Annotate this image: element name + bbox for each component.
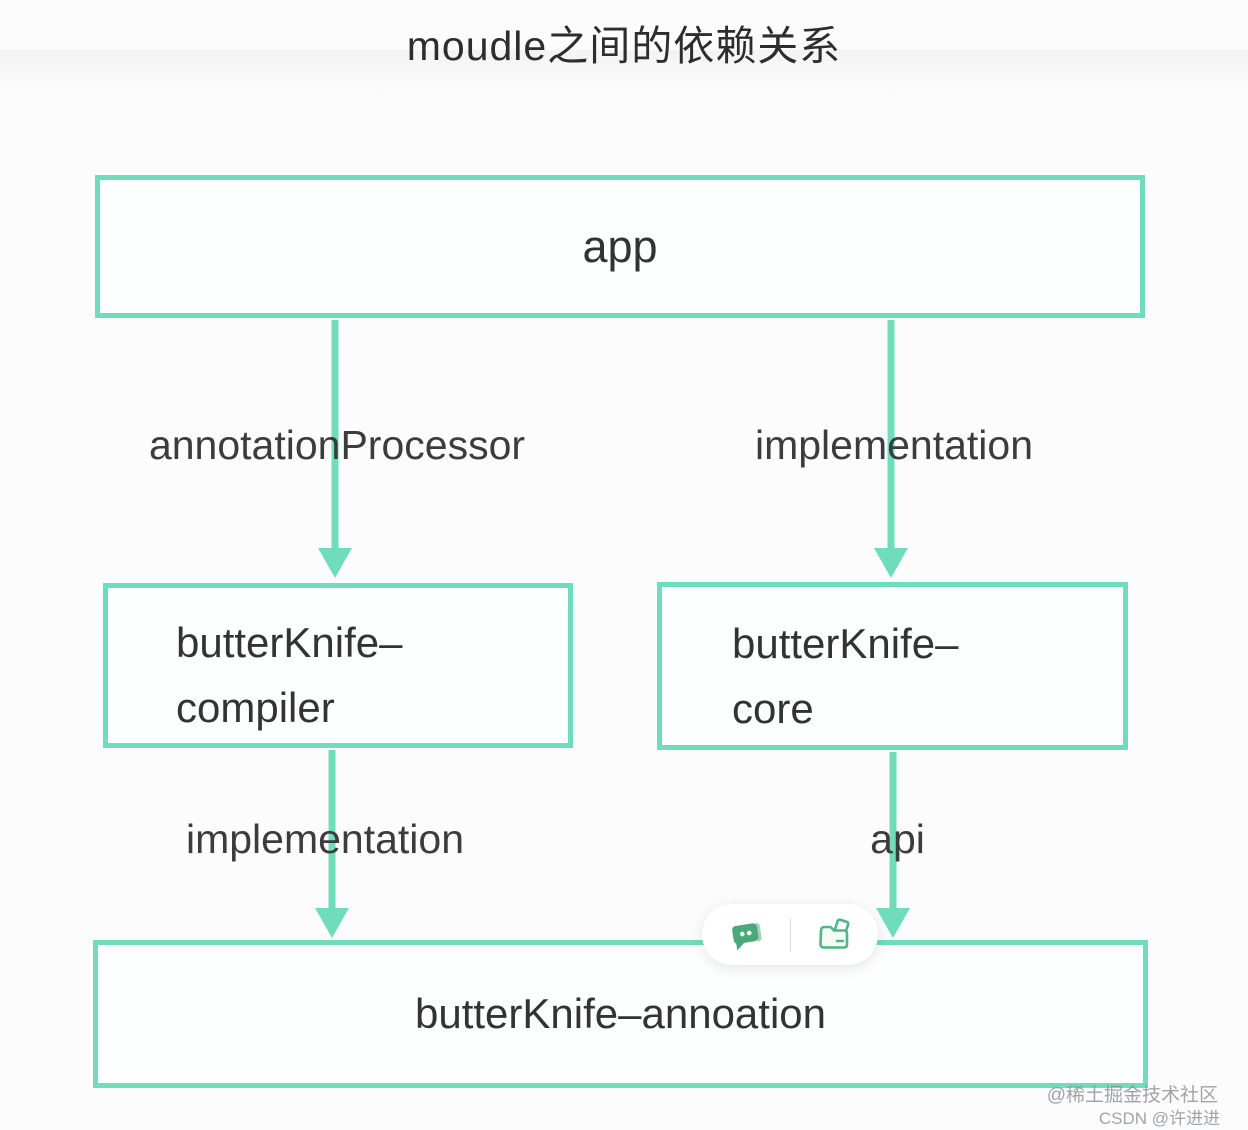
watermark-juejin: @稀土掘金技术社区	[1046, 1085, 1218, 1106]
edge-app-to-compiler	[318, 320, 352, 578]
edge-label-api: api	[870, 816, 925, 862]
node-butterknife-compiler: butterKnife– compiler	[103, 583, 573, 748]
arrow-line	[331, 320, 339, 552]
arrow-head-down-icon	[318, 548, 352, 578]
node-butterknife-annotation: butterKnife–annoation	[93, 940, 1148, 1088]
toolbar-divider	[789, 917, 791, 952]
arrow-line	[887, 320, 895, 552]
top-gradient-band	[0, 50, 1248, 112]
edge-core-to-annotation	[876, 752, 910, 938]
comment-icon	[731, 921, 762, 951]
edge-compiler-to-annotation	[315, 750, 349, 938]
edge-app-to-core	[874, 320, 908, 578]
node-app-label: app	[582, 220, 658, 272]
node-core-label-line1: butterKnife–	[732, 620, 959, 667]
node-compiler-label-line1: butterKnife–	[176, 619, 403, 666]
edge-label-implementation-left: implementation	[185, 816, 465, 862]
edge-label-annotation-processor: annotationProcessor	[148, 422, 526, 468]
floating-toolbar	[702, 904, 878, 965]
arrow-line	[328, 750, 336, 912]
arrow-line	[889, 752, 897, 912]
node-butterknife-core: butterKnife– core	[657, 582, 1128, 750]
watermark-csdn: CSDN @许进进	[1098, 1109, 1220, 1128]
arrow-head-down-icon	[874, 548, 908, 578]
node-core-label-line2: core	[732, 685, 814, 732]
arrow-head-down-icon	[315, 908, 349, 938]
folder-icon	[819, 917, 850, 949]
node-annotation-label: butterKnife–annoation	[415, 990, 826, 1037]
edge-label-implementation-right: implementation	[754, 422, 1034, 468]
node-compiler-label-line2: compiler	[176, 684, 335, 731]
comment-button[interactable]	[718, 907, 774, 963]
arrow-head-down-icon	[876, 908, 910, 938]
folder-button[interactable]	[806, 907, 862, 963]
diagram-title: moudle之间的依赖关系	[406, 23, 842, 69]
node-app: app	[95, 175, 1145, 318]
